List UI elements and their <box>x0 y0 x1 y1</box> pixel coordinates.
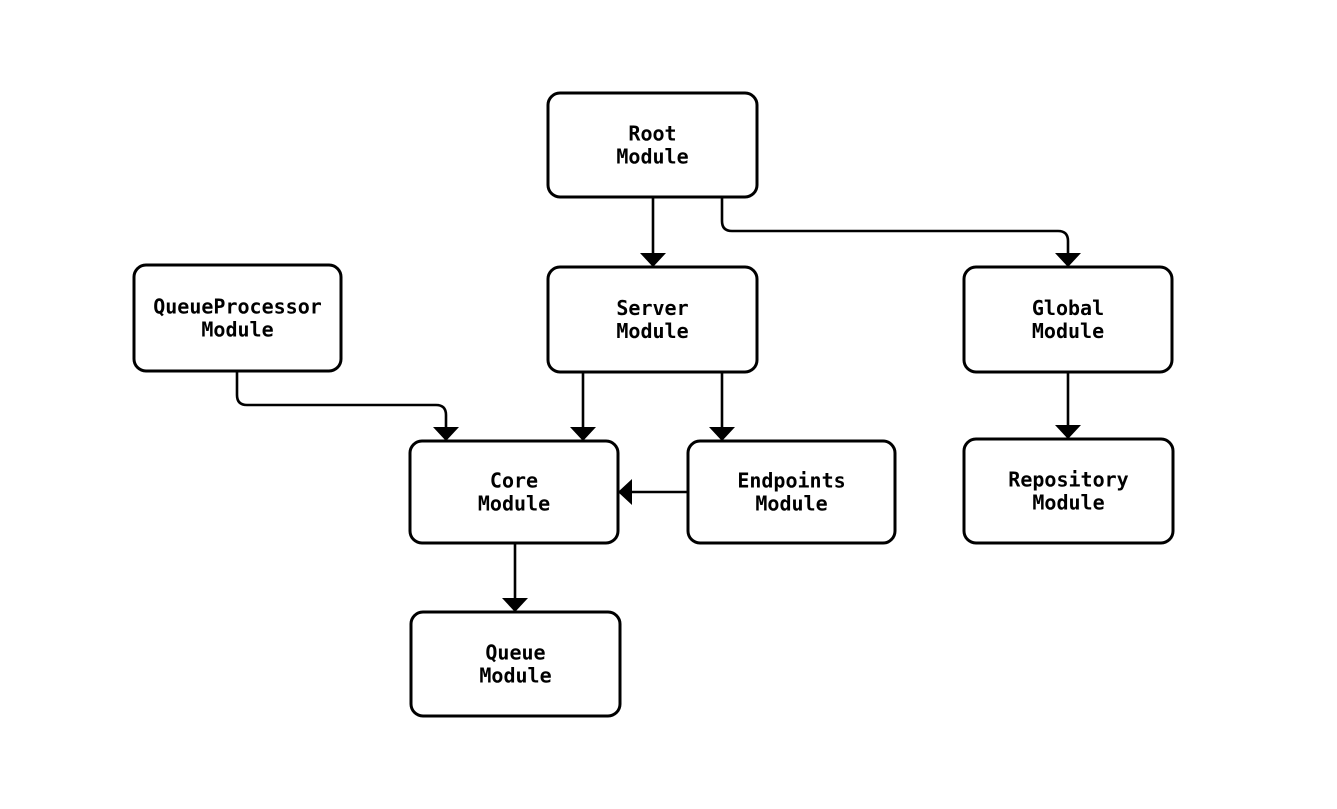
node-label-global-line2: Module <box>1032 319 1104 343</box>
node-label-repository-line1: Repository <box>1008 468 1128 492</box>
node-box <box>546 265 759 374</box>
node-label-core-line2: Module <box>478 492 550 516</box>
node-label-core-line1: Core <box>490 469 538 493</box>
node-label-queue-line1: Queue <box>485 641 545 665</box>
edge-queue-processor-to-core <box>235 371 459 441</box>
node-label-endpoints-line2: Module <box>755 492 827 516</box>
node-label-global-line1: Global <box>1032 296 1104 320</box>
node-box <box>962 265 1174 374</box>
node-label-queue-line2: Module <box>479 664 551 688</box>
node-label-queue-processor-line1: QueueProcessor <box>153 295 322 319</box>
node-label-queue-processor-line2: Module <box>201 318 273 342</box>
node-label-root-line1: Root <box>628 122 676 146</box>
node-box <box>408 439 620 545</box>
node-label-server-line2: Module <box>616 319 688 343</box>
edge-root-to-global <box>720 197 1081 267</box>
node-box <box>132 263 343 373</box>
node-box <box>686 439 897 545</box>
node-label-server-line1: Server <box>616 296 688 320</box>
node-box <box>409 610 622 718</box>
node-box <box>546 91 759 199</box>
node-label-root-line2: Module <box>616 145 688 169</box>
node-label-endpoints-line1: Endpoints <box>737 469 845 493</box>
node-label-repository-line2: Module <box>1032 491 1104 515</box>
node-box <box>962 437 1175 545</box>
